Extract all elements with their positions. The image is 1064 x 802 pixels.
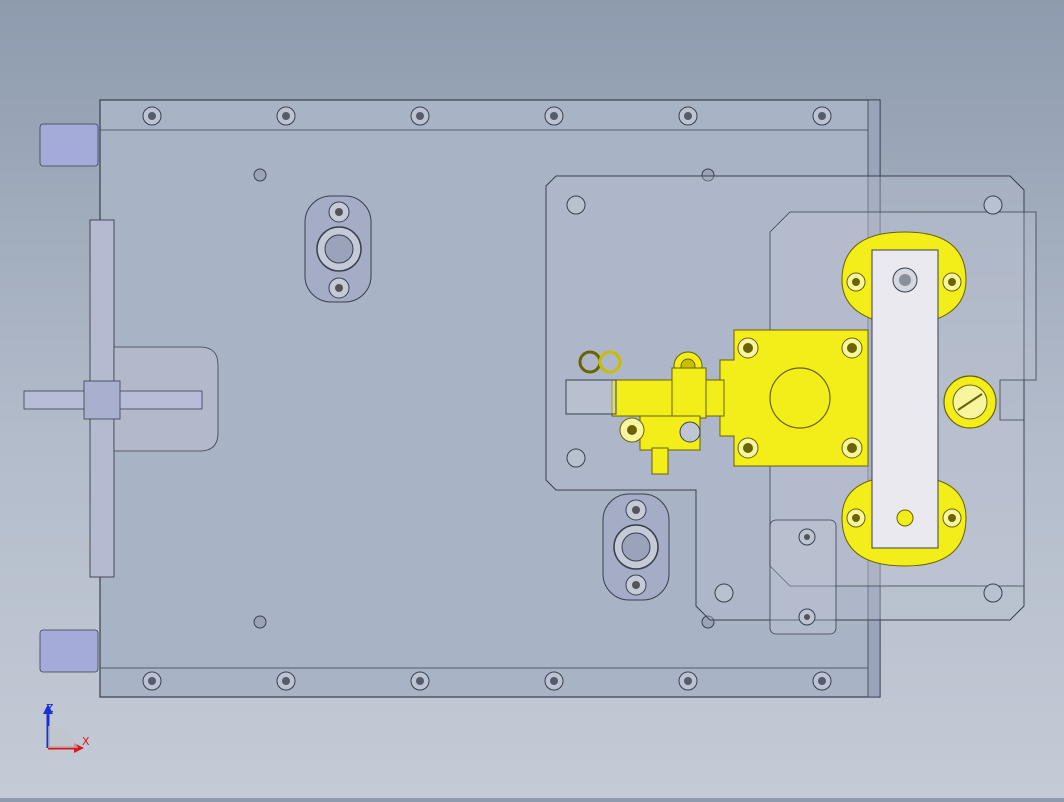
carriage-hole-4 xyxy=(983,583,1003,603)
lower-bushing xyxy=(602,493,670,601)
carriage-hole-1 xyxy=(566,195,586,215)
axis-triad: Z X xyxy=(43,702,90,753)
axis-x-label: X xyxy=(82,735,90,748)
hole-right-top xyxy=(701,168,715,182)
left-shaft-assembly xyxy=(23,346,219,452)
bottom-bolts xyxy=(142,671,832,691)
right-fitting xyxy=(943,375,997,429)
carriage-hole-2 xyxy=(566,448,586,468)
axis-z-label: Z xyxy=(46,702,54,715)
hole-bottom xyxy=(253,615,267,629)
top-bolts xyxy=(142,106,832,126)
hole-top xyxy=(253,168,267,182)
slider-housing[interactable] xyxy=(841,231,967,567)
valve-assembly[interactable] xyxy=(565,329,869,475)
left-posts xyxy=(39,123,99,673)
carriage-hole-5 xyxy=(714,583,734,603)
hole-right-bottom xyxy=(701,615,715,629)
small-bracket xyxy=(769,519,837,635)
upper-bushing xyxy=(304,195,372,303)
carriage-hole-3 xyxy=(983,195,1003,215)
